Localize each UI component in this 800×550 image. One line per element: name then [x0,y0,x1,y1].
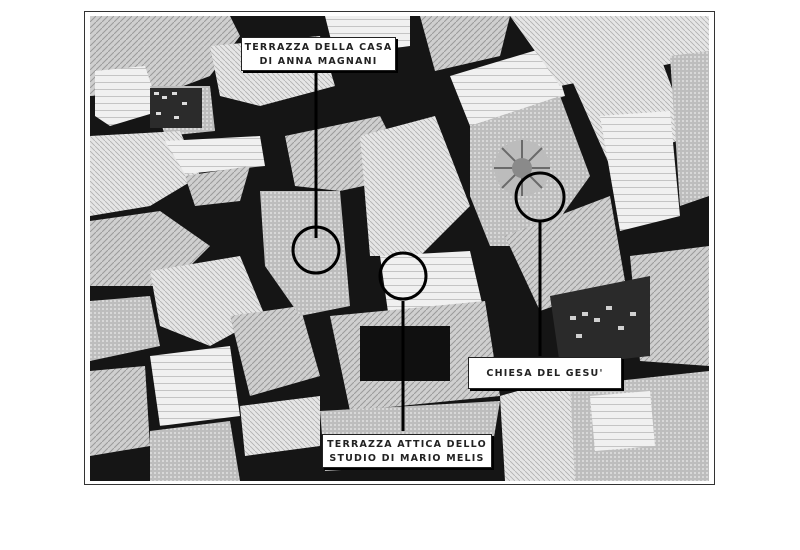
aerial-photo: TERRAZZA DELLA CASA DI ANNA MAGNANI CHIE… [90,16,709,481]
label-chiesa-gesu: CHIESA DEL GESU' [468,357,622,389]
label-anna-magnani-line2: DI ANNA MAGNANI [259,56,378,67]
label-mario-melis-line2: STUDIO DI MARIO MELIS [329,453,485,464]
label-chiesa-gesu-line1: CHIESA DEL GESU' [486,368,604,379]
label-anna-magnani-line1: TERRAZZA DELLA CASA [244,42,393,53]
aerial-photo-image [90,16,709,481]
anna-magnani-marker [291,225,341,275]
label-mario-melis: TERRAZZA ATTICA DELLO STUDIO DI MARIO ME… [322,434,492,468]
label-mario-melis-line1: TERRAZZA ATTICA DELLO [327,439,487,450]
label-anna-magnani: TERRAZZA DELLA CASA DI ANNA MAGNANI [241,37,396,71]
chiesa-gesu-marker [514,171,566,223]
map-frame: TERRAZZA DELLA CASA DI ANNA MAGNANI CHIE… [84,11,715,485]
mario-melis-marker [378,251,428,301]
